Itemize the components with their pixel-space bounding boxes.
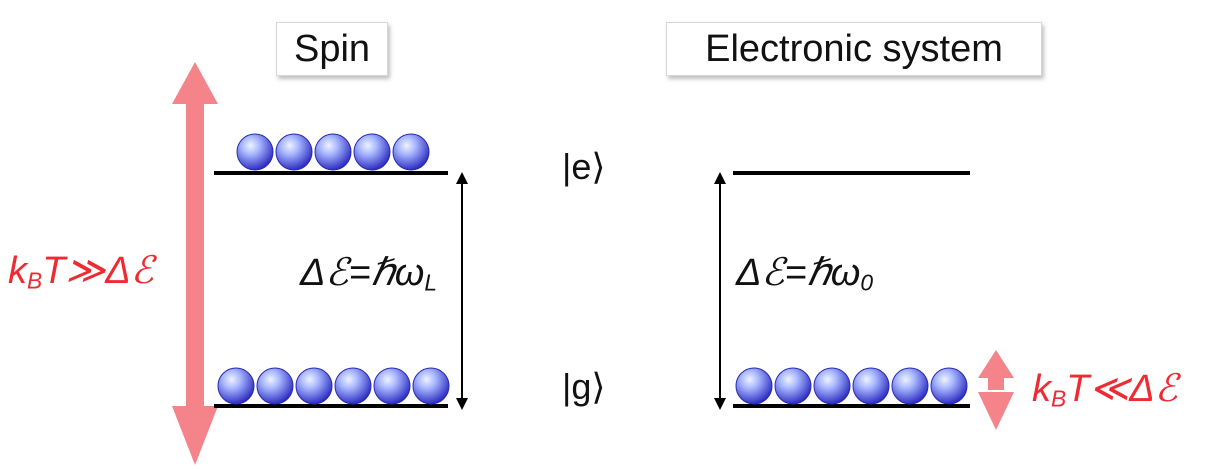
electronic-gap-label: Δℰ=ℏω0: [736, 250, 873, 297]
particle-ball: [813, 367, 851, 405]
high-temp-rest: T≫Δℰ: [42, 250, 154, 292]
low-temperature-label: kBT≪Δℰ: [1032, 366, 1178, 413]
high-temp-k: k: [8, 250, 27, 292]
low-temp-k: k: [1032, 368, 1051, 410]
low-temp-rest: T≪Δℰ: [1066, 368, 1178, 410]
high-temp-sub: B: [27, 267, 43, 294]
particle-ball: [314, 133, 352, 171]
spin-gap-label-sub: L: [424, 269, 438, 296]
electronic-gap-arrow: [714, 172, 726, 410]
particle-ball: [735, 367, 773, 405]
particle-ball: [891, 367, 929, 405]
particle-ball: [412, 367, 450, 405]
spin-gap-label: Δℰ=ℏωL: [300, 250, 437, 297]
particle-ball: [373, 367, 411, 405]
spin-title: Spin: [276, 22, 388, 76]
particle-ball: [392, 133, 430, 171]
electronic-lower-particles: [735, 367, 968, 405]
ground-state-label: |g⟩: [562, 366, 606, 407]
particle-ball: [256, 367, 294, 405]
particle-ball: [353, 133, 391, 171]
high-temperature-label: kBT≫Δℰ: [8, 248, 154, 295]
thermal-energy-arrow-large: [172, 62, 218, 465]
electronic-gap-label-main: Δℰ=ℏω: [736, 252, 861, 294]
spin-lower-particles: [217, 367, 450, 405]
particle-ball: [295, 367, 333, 405]
excited-state-label: |e⟩: [562, 146, 606, 187]
particle-ball: [930, 367, 968, 405]
spin-gap-label-main: Δℰ=ℏω: [300, 252, 425, 294]
spin-upper-particles: [236, 133, 430, 171]
thermal-energy-arrow-small: [978, 350, 1014, 430]
particle-ball: [217, 367, 255, 405]
particle-ball: [774, 367, 812, 405]
particle-ball: [236, 133, 274, 171]
spin-gap-arrow: [456, 172, 468, 410]
particle-ball: [275, 133, 313, 171]
electronic-gap-label-sub: 0: [860, 269, 874, 296]
electronic-system-title: Electronic system: [666, 22, 1042, 76]
particle-ball: [334, 367, 372, 405]
particle-ball: [852, 367, 890, 405]
low-temp-sub: B: [1051, 385, 1067, 412]
